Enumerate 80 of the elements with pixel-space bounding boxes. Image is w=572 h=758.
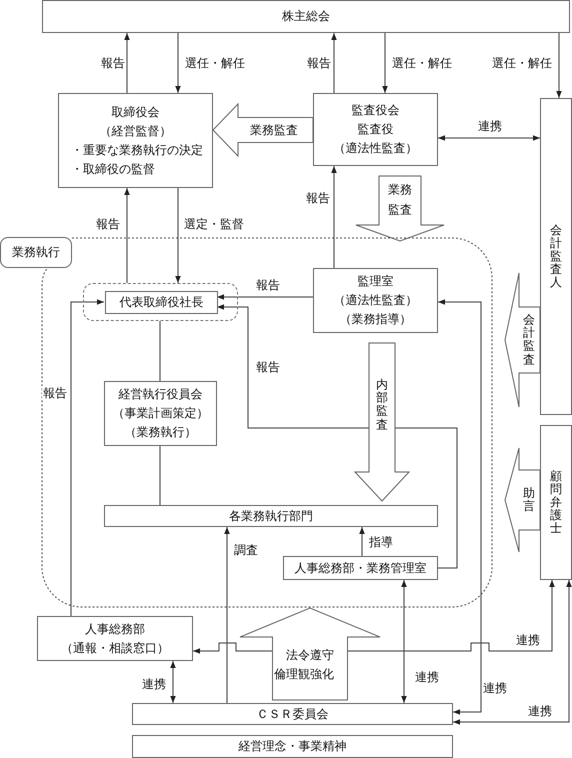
edge-label: 連携 [482,680,508,696]
org-box [37,616,193,661]
box-text: ・取締役の監督 [70,160,155,178]
org-box [132,703,453,725]
org-box [540,425,572,580]
box-text: 株主総会 [282,8,330,25]
edge-label: 連携 [141,676,167,692]
edge-label: 報告 [42,386,68,400]
connector-arrow [331,166,337,268]
vertical-label: 会計監査人 [550,224,562,290]
box-text: 人事総務部 [85,620,145,638]
connector-arrow [556,32,562,98]
org-box [105,291,218,314]
connector-arrow [452,580,572,725]
box-text: ・重要な業務執行の決定 [70,142,203,158]
vertical-label: 顧問弁護士 [550,470,562,536]
connector-arrow [170,660,176,704]
edge-label: 連携 [527,704,553,718]
connector-arrow [175,32,181,94]
edge-label: 選任・解任 [391,56,453,70]
edge-label: 選任・解任 [491,56,553,70]
box-text: （適法性監査） [334,292,418,309]
box-text: 経営執行役員会 [118,386,202,403]
box-text: 監査役 [358,121,394,138]
edge-label: 報告 [95,216,121,232]
connector-arrow [124,188,130,284]
box-text: （事業計画策定） [112,405,208,422]
edge-label: 報告 [255,278,281,292]
connector-arrow [224,526,230,704]
dashed-group [83,283,238,321]
connector-arrow [438,135,540,141]
box-text: 各業務執行部門 [229,508,313,524]
edge-label: 連携 [477,118,503,134]
box-text: （業務執行） [124,424,196,441]
box-text: ＣＳＲ委員会 [256,706,328,722]
dotted-region [0,237,493,608]
box-text: 取締役会 [112,104,160,120]
box-text: （適法性監査） [334,140,418,157]
org-box [58,93,213,188]
edge-label: 選定・監督 [183,216,245,232]
connector-arrow [382,32,388,94]
edge-label: 業務監査 [249,122,299,138]
box-text: 監理室 [358,273,394,290]
edge-label: 報告 [305,190,331,206]
box-text: 経営理念・事業精神 [238,738,346,755]
org-box [132,735,453,758]
edge-label: 連携 [515,632,541,648]
box-text: （業務指導） [340,311,412,328]
edge-label: 助言 [522,486,536,514]
edge-label: 報告 [306,56,332,70]
connector-arrow [401,580,407,704]
connector-arrow [359,526,365,556]
edge-label: 内部監査 [375,378,389,432]
connector-arrow [175,188,181,284]
box-text: （通報・相談窓口） [61,640,169,656]
edge-label: 報告 [100,56,126,70]
edge-label: 報告 [255,360,281,374]
connector-arrow [216,294,314,300]
box-text: 人事総務部・業務管理室 [294,560,426,576]
org-box [313,268,438,333]
box-text: 代表取締役社長 [120,294,204,311]
org-box [104,381,217,446]
org-box [104,505,438,527]
edge-label: 選任・解任 [184,56,246,70]
connector-arrow [70,299,104,616]
edge-label: 連携 [414,670,440,684]
connector-arrow [438,299,482,715]
connector-arrow [216,304,458,568]
box-text: 監査役会 [352,102,400,119]
edge-label: 会計監査 [522,314,536,366]
box-text: （経営監督） [100,122,172,140]
region-label: 業務執行 [0,237,72,268]
connector-arrow [331,32,337,94]
edge-label: 調査 [233,542,259,558]
edge-label: 指導 [368,534,394,550]
connector-arrow [124,32,130,94]
org-box [313,93,438,166]
org-box [540,98,572,415]
org-box [283,556,438,580]
org-box [42,0,570,33]
